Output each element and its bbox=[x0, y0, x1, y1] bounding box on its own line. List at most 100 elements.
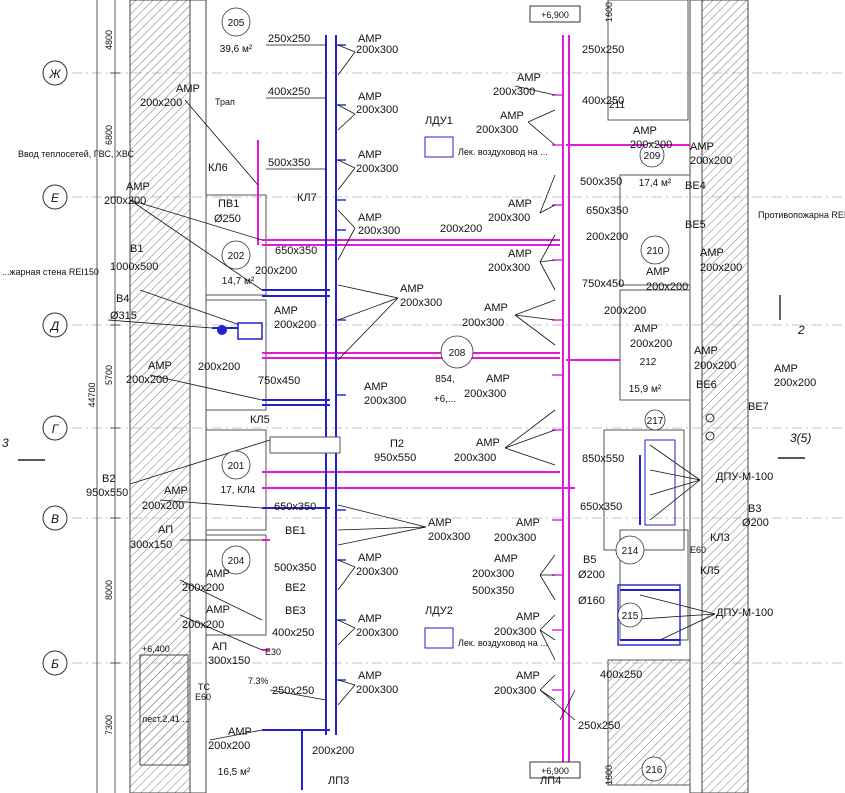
note-e60-1: Е60 bbox=[690, 545, 706, 555]
label-size-fr3: 200х200 bbox=[646, 281, 688, 293]
room-201-area: 17, КЛ4 bbox=[221, 485, 256, 496]
label-ve6: ВЕ6 bbox=[696, 379, 717, 391]
note-duct-1: Лек. воздуховод на ... bbox=[458, 147, 548, 157]
label-phi200-a: Ø200 bbox=[742, 517, 769, 529]
label-250x250-d: 250х250 bbox=[578, 720, 620, 732]
label-ve4: ВЕ4 bbox=[685, 180, 706, 192]
label-650x350-d: 650х350 bbox=[580, 501, 622, 513]
note-firewall-right: Противопожарна REI150 bbox=[758, 210, 845, 220]
axis-2: 2 bbox=[797, 323, 805, 337]
note-firewall-left: ...жарная стена REI150 bbox=[2, 267, 99, 277]
room-202-area: 14,7 м² bbox=[222, 276, 255, 287]
label-kl5-right: КЛ5 bbox=[700, 565, 720, 577]
label-phi250: Ø250 bbox=[214, 213, 241, 225]
label-amp-7: АМР bbox=[364, 381, 388, 393]
dim-44700: 44700 bbox=[87, 382, 97, 407]
label-size-4: 200х300 bbox=[358, 225, 400, 237]
label-size-8: 200х300 bbox=[428, 531, 470, 543]
room-labels: 205 39,6 м² 202 14,7 м² 201 17, КЛ4 204 … bbox=[218, 18, 672, 778]
label-size-r6: 200х300 bbox=[464, 388, 506, 400]
room-208: 208 bbox=[449, 348, 466, 359]
label-ldu1: ЛДУ1 bbox=[425, 115, 453, 127]
label-size-fr4: 200х200 bbox=[700, 262, 742, 274]
label-size-r1: 200х300 bbox=[493, 86, 535, 98]
label-400x250-c: 400х250 bbox=[582, 95, 624, 107]
label-850x550: 850х550 bbox=[582, 453, 624, 465]
label-amp-fr3: АМР bbox=[646, 266, 670, 278]
label-ap: АП bbox=[158, 524, 173, 536]
label-200x200-f: 200х200 bbox=[604, 305, 646, 317]
room-205-area: 39,6 м² bbox=[220, 44, 253, 55]
label-phi315: Ø315 bbox=[110, 310, 137, 322]
label-size-l5: 200х200 bbox=[182, 582, 224, 594]
label-size-r5: 200х300 bbox=[462, 317, 504, 329]
room-209: 209 bbox=[644, 151, 661, 162]
room-208-num: 854, bbox=[435, 374, 454, 385]
label-size-5: 200х300 bbox=[400, 297, 442, 309]
note-duct-2: Лек. воздуховод на ... bbox=[458, 638, 548, 648]
dimension-chain bbox=[96, 0, 120, 793]
label-pv1: ПВ1 bbox=[218, 198, 239, 210]
axis-grid bbox=[72, 72, 845, 664]
axis-e: Е bbox=[51, 191, 60, 205]
label-amp-r10: АМР bbox=[516, 611, 540, 623]
label-kl7: КЛ7 bbox=[297, 192, 317, 204]
room-210: 210 bbox=[647, 246, 664, 257]
label-amp-r1: АМР bbox=[517, 72, 541, 84]
label-amp-l5: АМР bbox=[206, 568, 230, 580]
label-dpu-1: ДПУ-М-100 bbox=[716, 471, 773, 483]
label-size-9: 200х300 bbox=[356, 566, 398, 578]
label-size-10: 200х300 bbox=[356, 627, 398, 639]
note-e60-2: Е60 bbox=[195, 692, 211, 702]
label-size-fr7: 200х200 bbox=[774, 377, 816, 389]
label-amp-9: АМР bbox=[358, 552, 382, 564]
label-amp-fr1: АМР bbox=[633, 125, 657, 137]
label-400x250-b: 400х250 bbox=[272, 627, 314, 639]
dim-4800: 4800 bbox=[104, 30, 114, 50]
label-ve5: ВЕ5 bbox=[685, 219, 706, 231]
label-ve3: ВЕ3 bbox=[285, 605, 306, 617]
level-bottom: +6,900 bbox=[541, 766, 569, 776]
level-top: +6,900 bbox=[541, 10, 569, 20]
label-amp-4: АМР bbox=[358, 212, 382, 224]
label-size-fr5: 200х200 bbox=[630, 338, 672, 350]
note-ladder: лест.2.41 ... bbox=[142, 714, 190, 724]
label-amp-fr4: АМР bbox=[700, 247, 724, 259]
label-size-r10: 200х300 bbox=[494, 626, 536, 638]
label-size-fr6: 200х200 bbox=[694, 360, 736, 372]
label-size-r8: 200х300 bbox=[494, 532, 536, 544]
label-amp-10: АМР bbox=[358, 613, 382, 625]
label-ap2: АП bbox=[212, 641, 227, 653]
label-750x450-b: 750х450 bbox=[582, 278, 624, 290]
label-size-l6: 200х200 bbox=[182, 619, 224, 631]
label-amp-r3: АМР bbox=[508, 198, 532, 210]
note-supply: Ввод теплосетей, ГВС, ХВС bbox=[18, 149, 135, 159]
label-ve1: ВЕ1 bbox=[285, 525, 306, 537]
label-amp-fr2: АМР bbox=[690, 141, 714, 153]
label-size-r4: 200х300 bbox=[488, 262, 530, 274]
supply-ducts bbox=[257, 35, 690, 770]
note-e30: Е30 bbox=[265, 647, 281, 657]
label-kl6: КЛ6 bbox=[208, 162, 228, 174]
label-ve7: ВЕ7 bbox=[748, 401, 769, 413]
label-dpu-2: ДПУ-М-100 bbox=[716, 607, 773, 619]
dim-1600-bottom: 1600 bbox=[604, 765, 614, 785]
label-amp-fr5: АМР bbox=[634, 323, 658, 335]
label-size-2: 200х300 bbox=[356, 104, 398, 116]
label-size-fr2: 200х200 bbox=[690, 155, 732, 167]
equipment bbox=[217, 136, 715, 649]
axis-b: Б bbox=[51, 657, 59, 671]
label-v1: В1 bbox=[130, 243, 143, 255]
room-212-area: 15,9 м² bbox=[629, 384, 662, 395]
label-amp-l2: АМР bbox=[126, 181, 150, 193]
label-kl5-left: КЛ5 bbox=[250, 414, 270, 426]
label-amp-r4: АМР bbox=[508, 248, 532, 260]
label-250x250-c: 250х250 bbox=[582, 44, 624, 56]
label-amp-r11: АМР bbox=[516, 670, 540, 682]
room-211: 211 bbox=[609, 100, 625, 111]
room-lines bbox=[205, 174, 691, 641]
note-trap: Трап bbox=[215, 97, 235, 107]
label-size-6: 200х200 bbox=[274, 319, 316, 331]
label-750x450-a: 750х450 bbox=[258, 375, 300, 387]
axis-letters: Ж Е Д Г В Б 2 3(5) 3 bbox=[2, 67, 811, 671]
